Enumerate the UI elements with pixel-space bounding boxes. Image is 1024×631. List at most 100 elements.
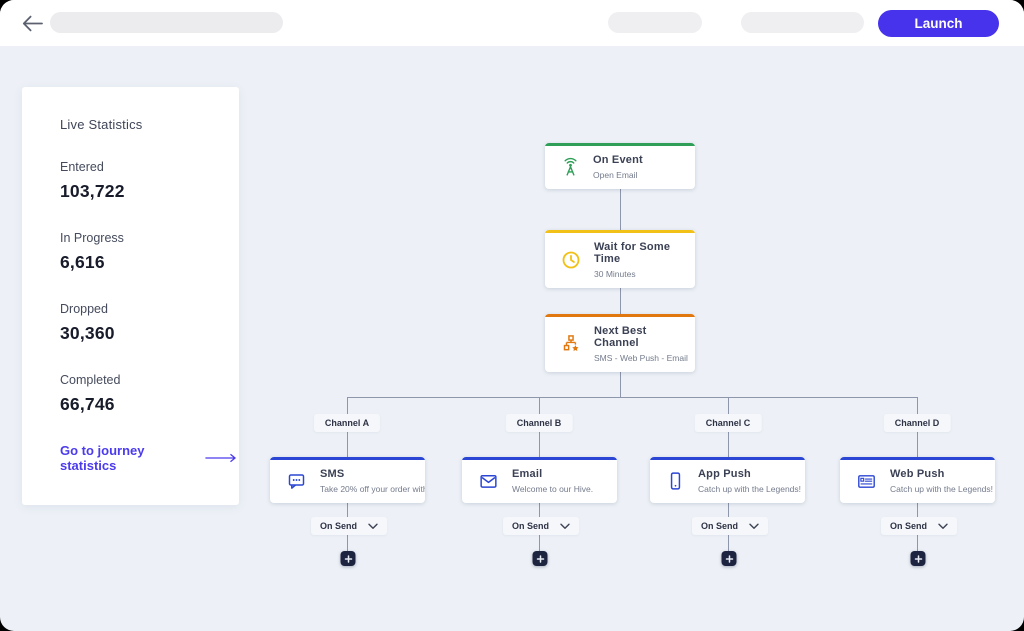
metric-value: 103,722 (60, 181, 125, 201)
add-step-button-email[interactable] (532, 551, 548, 566)
plus-icon (344, 554, 352, 563)
metric-label: Entered (60, 160, 104, 174)
journey-title-placeholder (50, 12, 283, 33)
on-send-label: On Send (511, 521, 550, 531)
on-send-label: On Send (319, 521, 358, 531)
on-send-dropdown-web-push[interactable]: On Send (880, 517, 958, 535)
top-bar: Launch (0, 0, 1024, 46)
node-title: App Push (698, 468, 751, 480)
node-accent-bar (545, 143, 695, 146)
on-send-dropdown-email[interactable]: On Send (502, 517, 580, 535)
chevron-down-icon (938, 523, 948, 529)
flow-node-app-push[interactable]: App Push Catch up with the Legends! (650, 457, 805, 503)
node-subtitle: Welcome to our Hive. (512, 484, 594, 494)
connector-line (728, 534, 729, 551)
back-button[interactable] (22, 14, 44, 32)
connector-line (347, 431, 348, 457)
live-statistics-panel: Live Statistics Entered 103,722 In Progr… (22, 87, 239, 505)
node-subtitle: Open Email (593, 170, 638, 180)
node-subtitle: Catch up with the Legends! (890, 484, 994, 494)
connector-line (728, 397, 729, 414)
connector-line (620, 359, 621, 397)
node-accent-bar (545, 230, 695, 233)
connector-line (347, 397, 348, 414)
chevron-down-icon (749, 523, 759, 529)
node-accent-bar (840, 457, 995, 460)
connector-line (620, 188, 621, 230)
on-send-label: On Send (700, 521, 739, 531)
connector-line (347, 534, 348, 551)
sms-bubble-icon (285, 471, 308, 492)
connector-line (917, 397, 918, 414)
node-subtitle: 30 Minutes (594, 269, 636, 279)
stats-title: Live Statistics (60, 117, 143, 132)
add-step-button-app-push[interactable] (721, 551, 737, 566)
journey-statistics-link-label: Go to journey statistics (60, 443, 145, 473)
connector-line (347, 397, 918, 398)
journey-statistics-link[interactable]: Go to journey statistics (60, 443, 239, 473)
metric-entered: Entered 103,722 (60, 160, 223, 202)
hierarchy-star-icon (560, 333, 582, 355)
flow-node-wait[interactable]: Wait for Some Time 30 Minutes (545, 230, 695, 288)
connector-line (539, 503, 540, 517)
envelope-icon (477, 471, 500, 492)
node-accent-bar (270, 457, 425, 460)
toolbar-placeholder-2 (741, 12, 864, 33)
flow-node-email[interactable]: Email Welcome to our Hive. (462, 457, 617, 503)
metric-label: In Progress (60, 231, 124, 245)
plus-icon (914, 554, 922, 563)
smartphone-icon (665, 470, 686, 492)
node-accent-bar (545, 314, 695, 317)
plus-icon (725, 554, 733, 563)
connector-line (917, 534, 918, 551)
connector-line (620, 275, 621, 315)
connector-line (539, 431, 540, 457)
flow-node-on-event[interactable]: On Event Open Email (545, 143, 695, 189)
clock-icon (560, 249, 582, 271)
connector-line (728, 431, 729, 457)
node-subtitle: SMS - Web Push - Email (594, 353, 688, 363)
flow-node-sms[interactable]: SMS Take 20% off your order with code ..… (270, 457, 425, 503)
connector-line (539, 534, 540, 551)
channel-label-a: Channel A (313, 414, 381, 432)
node-title: Email (512, 468, 543, 480)
node-title: Wait for Some Time (594, 241, 671, 265)
plus-icon (536, 554, 544, 563)
metric-completed: Completed 66,746 (60, 373, 223, 415)
flow-node-web-push[interactable]: Web Push Catch up with the Legends! (840, 457, 995, 503)
on-send-dropdown-sms[interactable]: On Send (310, 517, 388, 535)
launch-button[interactable]: Launch (878, 10, 999, 37)
node-title: SMS (320, 468, 345, 480)
metric-in-progress: In Progress 6,616 (60, 231, 223, 273)
connector-line (917, 503, 918, 517)
node-accent-bar (462, 457, 617, 460)
node-title: Web Push (890, 468, 945, 480)
node-subtitle: Catch up with the Legends! (698, 484, 802, 494)
add-step-button-sms[interactable] (340, 551, 356, 566)
broadcast-tower-icon (560, 156, 581, 178)
connector-line (728, 503, 729, 517)
connector-line (347, 503, 348, 517)
metric-value: 30,360 (60, 323, 115, 343)
node-accent-bar (650, 457, 805, 460)
on-send-dropdown-app-push[interactable]: On Send (691, 517, 769, 535)
node-title: Next Best Channel (594, 325, 647, 349)
chevron-down-icon (560, 523, 570, 529)
node-subtitle: Take 20% off your order with code ... (320, 484, 425, 494)
metric-value: 6,616 (60, 252, 105, 272)
add-step-button-web-push[interactable] (910, 551, 926, 566)
on-send-label: On Send (889, 521, 928, 531)
connector-line (917, 431, 918, 457)
metric-label: Dropped (60, 302, 108, 316)
metric-value: 66,746 (60, 394, 115, 414)
flow-node-next-best-channel[interactable]: Next Best Channel SMS - Web Push - Email (545, 314, 695, 372)
channel-label-c: Channel C (694, 414, 762, 432)
channel-label-d: Channel D (883, 414, 951, 432)
channel-label-b: Channel B (505, 414, 573, 432)
chevron-down-icon (368, 523, 378, 529)
long-arrow-right-icon (205, 453, 236, 463)
metric-label: Completed (60, 373, 121, 387)
arrow-left-icon (22, 15, 43, 31)
browser-window-icon (855, 471, 878, 492)
